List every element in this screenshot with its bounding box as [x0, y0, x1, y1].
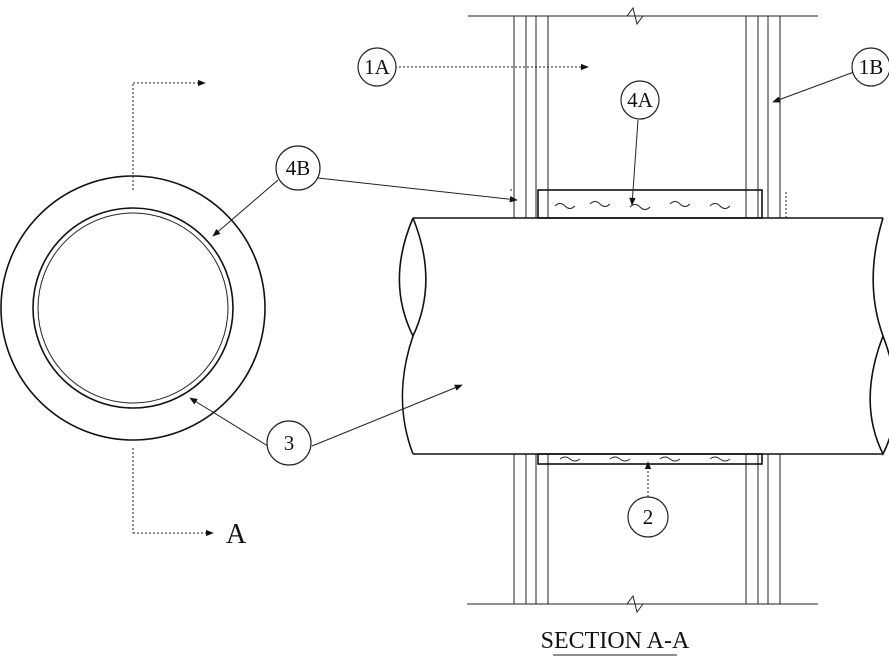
svg-text:4A: 4A: [627, 88, 654, 112]
wall-upper: [510, 15, 787, 219]
callout-2: 2: [627, 496, 669, 538]
callout-4b: 4B: [275, 145, 321, 191]
callout-1b: 1B: [851, 47, 889, 87]
svg-text:1A: 1A: [364, 55, 391, 79]
section-title: SECTION A-A: [541, 628, 690, 656]
callout-4a: 4A: [620, 80, 660, 120]
leader-lines: [189, 63, 855, 497]
section-cut-marker-bottom: A: [132, 448, 247, 550]
svg-text:2: 2: [643, 505, 654, 529]
svg-text:SECTION A-A: SECTION A-A: [541, 628, 690, 654]
pipe-end-view: [0, 175, 266, 441]
callout-3: 3: [266, 420, 312, 466]
pipe-side-view: [398, 217, 889, 456]
callout-1a: 1A: [357, 47, 397, 87]
svg-text:3: 3: [284, 431, 295, 455]
svg-text:1B: 1B: [859, 55, 884, 79]
break-symbol-icon: [626, 594, 644, 614]
svg-text:4B: 4B: [286, 156, 311, 180]
section-cut-marker-top: [132, 79, 206, 190]
section-marker-letter: A: [226, 519, 247, 550]
break-symbol-icon: [626, 6, 644, 26]
